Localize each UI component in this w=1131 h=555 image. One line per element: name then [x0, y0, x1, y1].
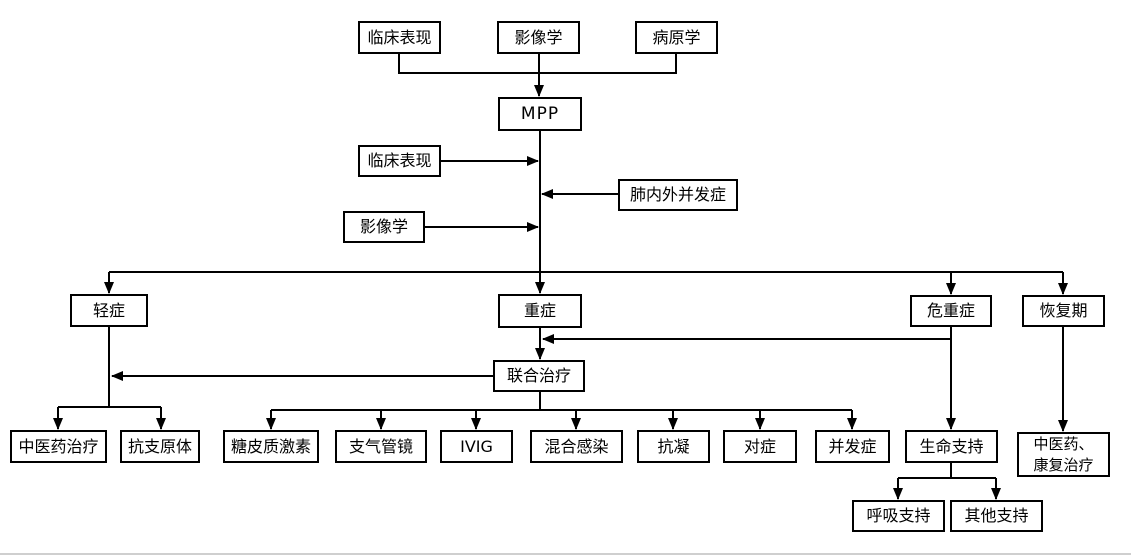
connector-combined-children [271, 392, 852, 411]
node-imaging-mid: 影像学 [343, 211, 425, 243]
node-imaging-top: 影像学 [497, 21, 580, 54]
node-critical: 危重症 [910, 295, 992, 327]
node-mild: 轻症 [70, 294, 148, 327]
node-severe: 重症 [498, 294, 582, 328]
node-anti-mycoplasma: 抗支原体 [120, 430, 200, 463]
page-bottom-divider [0, 553, 1131, 555]
node-symptomatic: 对症 [723, 430, 797, 463]
connector-top-merge [398, 54, 677, 74]
node-combined-therapy: 联合治疗 [493, 360, 585, 392]
node-bronchoscopy: 支气管镜 [335, 430, 427, 463]
node-glucocorticoid: 糖皮质激素 [223, 430, 319, 463]
node-clinical-manifestations-mid: 临床表现 [358, 145, 441, 177]
node-anticoagulation: 抗凝 [637, 430, 710, 463]
connector-life-support-children [898, 463, 996, 479]
node-respiratory-support: 呼吸支持 [852, 500, 945, 532]
connector-mild-children [58, 327, 161, 408]
node-pathogen: 病原学 [635, 21, 718, 54]
node-clinical-manifestations-top: 临床表现 [358, 21, 441, 54]
node-other-support: 其他支持 [950, 500, 1043, 532]
node-tcm-rehab: 中医药、 康复治疗 [1017, 432, 1110, 477]
node-life-support: 生命支持 [905, 430, 998, 463]
node-tcm-therapy: 中医药治疗 [10, 430, 107, 463]
node-ivig: IVIG [440, 430, 513, 463]
node-recovery: 恢复期 [1022, 295, 1105, 327]
node-mixed-infection: 混合感染 [530, 430, 623, 463]
node-complications: 并发症 [815, 430, 890, 463]
node-mpp: MPP [498, 97, 582, 131]
node-pulmonary-complications: 肺内外并发症 [618, 179, 738, 211]
